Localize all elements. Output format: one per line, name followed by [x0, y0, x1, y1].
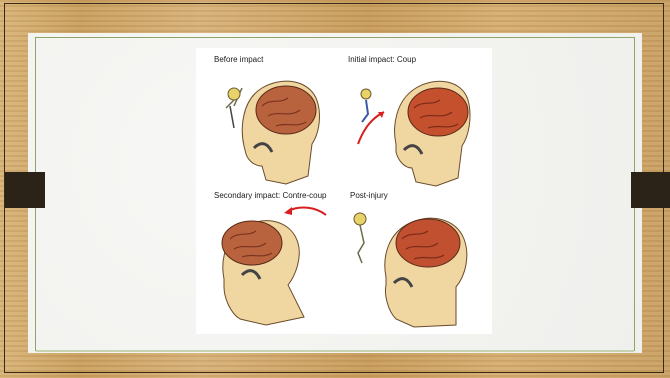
head-illustration	[344, 48, 492, 191]
head-illustration	[196, 48, 344, 191]
right-frame-tab	[631, 172, 670, 208]
slide-bottom-rule	[36, 350, 634, 352]
head-illustration	[196, 191, 344, 334]
panel-initial-impact-coup: Initial impact: Coup	[344, 48, 492, 191]
panel-secondary-impact-contre-coup: Secondary impact: Contre-coup	[196, 191, 344, 334]
left-frame-tab	[5, 172, 45, 208]
concussion-figure: Before impact Initial impact: Coup Secon…	[196, 48, 492, 334]
panel-post-injury: Post-injury	[344, 191, 492, 334]
panel-before-impact: Before impact	[196, 48, 344, 191]
head-illustration	[344, 191, 492, 334]
